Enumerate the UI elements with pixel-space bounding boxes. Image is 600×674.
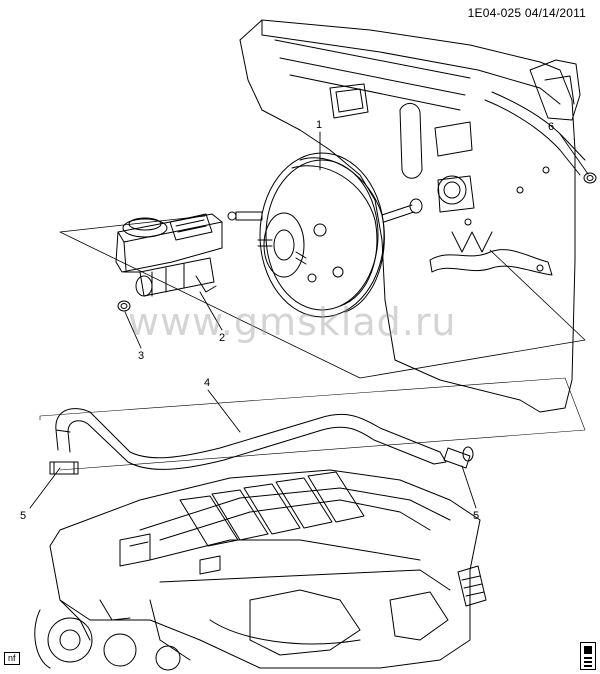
callout-5-left: 5 [20, 510, 27, 522]
component-plane-outline [59, 215, 586, 379]
callout-1: 1 [316, 119, 323, 131]
hose-plane-outline [39, 377, 586, 471]
leader-line-3 [124, 311, 142, 349]
callout-2: 2 [219, 332, 226, 344]
document-date: 04/14/2011 [524, 6, 586, 20]
watermark: www.gmsklad.ru [128, 300, 457, 344]
callout-4: 4 [204, 377, 211, 389]
leader-line-5-left [29, 467, 61, 509]
hose-clamp-left [49, 461, 79, 475]
master-cylinder [115, 213, 223, 297]
booster-nut [583, 172, 597, 184]
hose-clamp-right [443, 446, 474, 469]
engine-assembly [34, 469, 487, 671]
leader-lines [29, 131, 589, 509]
leader-line-4 [207, 389, 241, 433]
leader-line-6 [559, 133, 589, 175]
corner-icon [580, 642, 596, 670]
callout-6: 6 [548, 121, 555, 133]
vacuum-hose [55, 408, 447, 470]
leader-line-2 [199, 291, 223, 331]
callout-5-right: 5 [473, 510, 480, 522]
dash-panel [239, 19, 586, 413]
schematic-icon [584, 646, 592, 667]
leader-line-5-right [461, 465, 477, 509]
callout-3: 3 [138, 350, 145, 362]
brake-booster [227, 152, 423, 318]
corner-label: nf [4, 652, 20, 665]
document-id: 1E04-025 [467, 6, 522, 20]
document-header: 1E04-025 04/14/2011 [468, 6, 586, 20]
mounting-nut [117, 300, 131, 312]
